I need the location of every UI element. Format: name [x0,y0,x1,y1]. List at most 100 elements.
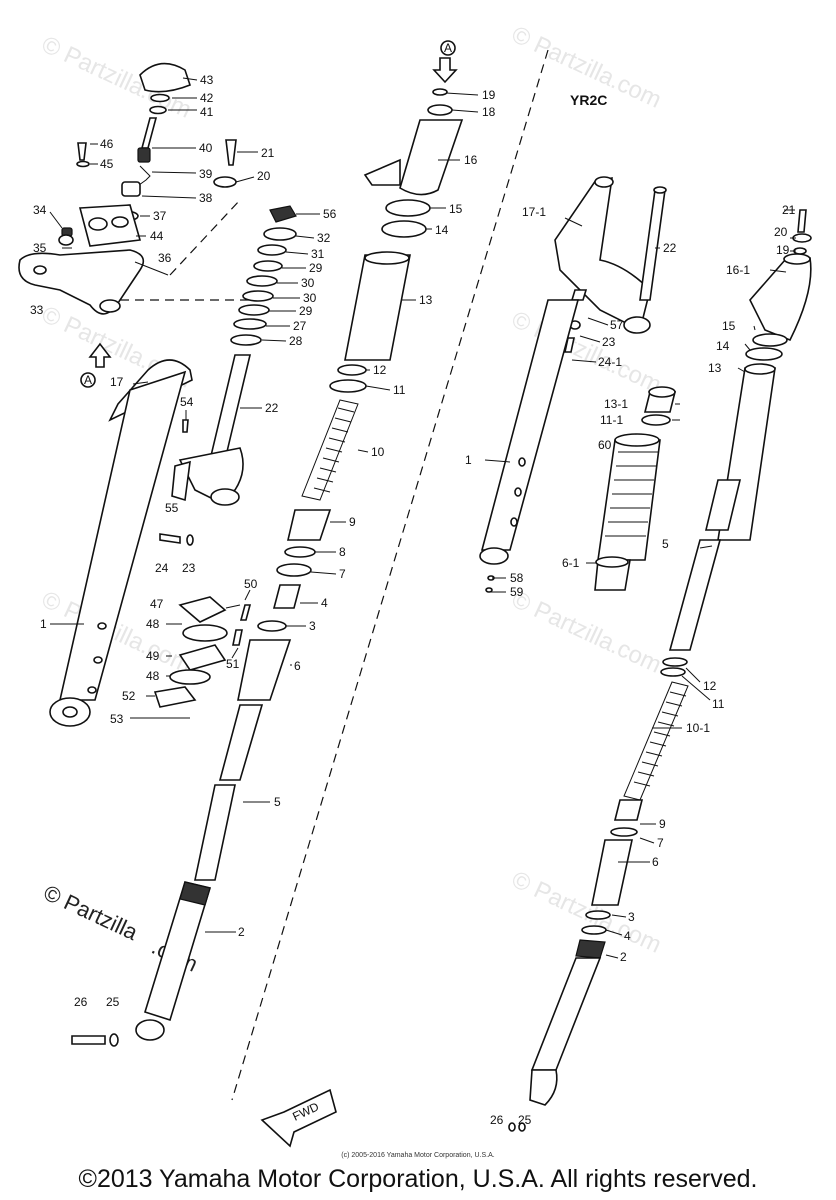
part-label: 12 [703,679,717,693]
part-label: 13-1 [604,397,628,411]
part-label: 49 [146,649,160,663]
part-label: 52 [122,689,136,703]
part-label: 30 [303,291,317,305]
part-label: 44 [150,229,164,243]
part-label: 58 [510,571,524,585]
part-label: 9 [659,817,666,831]
part-label: 19 [482,88,496,102]
credit-line: (c) 2005-2016 Yamaha Motor Corporation, … [341,1152,495,1159]
part-label: 25 [106,995,120,1009]
part-label: 17-1 [522,205,546,219]
part-label: 23 [602,335,616,349]
model-label: YR2C [570,92,607,108]
part-label: 42 [200,91,214,105]
yr2c-fork-group: YR2C [479,92,812,1132]
part-label: 22 [265,401,279,415]
part-label: 16 [464,153,478,167]
ref-marker-a-top: A [444,41,452,55]
part-label: 5 [662,537,669,551]
part-label: 29 [309,261,323,275]
part-label: 43 [200,73,214,87]
part-labels-right: 17-1 22 57 23 24-1 1 13-1 11-1 60 6-1 58… [465,203,796,1127]
part-label: 14 [435,223,449,237]
part-label: 3 [309,619,316,633]
part-label: 36 [158,251,172,265]
part-label: 35 [33,241,47,255]
part-label: 31 [311,247,325,261]
part-label: 15 [722,319,736,333]
part-label: 16-1 [726,263,750,277]
part-label: 59 [510,585,524,599]
part-label: 4 [321,596,328,610]
part-label: 24 [155,561,169,575]
part-label: 6 [294,659,301,673]
part-label: 18 [482,105,496,119]
part-label: 40 [199,141,213,155]
copyright-notice: ©2013 Yamaha Motor Corporation, U.S.A. A… [78,1165,758,1193]
part-label: 50 [244,577,258,591]
part-label: 26 [490,1113,504,1127]
part-label: 22 [663,241,677,255]
leader-lines [49,77,796,959]
part-label: 27 [293,319,307,333]
ref-marker-a: A [84,373,92,387]
part-label: 21 [261,146,275,160]
part-label: 55 [165,501,179,515]
part-label: 2 [620,950,627,964]
part-label: 45 [100,157,114,171]
watermark-large-line1: © Partzilla [40,880,142,945]
part-label: 60 [598,438,612,452]
part-label: 25 [518,1113,532,1127]
part-label: 13 [419,293,433,307]
part-label: 37 [153,209,167,223]
part-label: 6 [652,855,659,869]
part-label: 15 [449,202,463,216]
part-label: 10-1 [686,721,710,735]
part-label: 38 [199,191,213,205]
part-label: 46 [100,137,114,151]
part-label: 6-1 [562,556,580,570]
part-label: 11-1 [600,413,623,427]
part-label: 39 [199,167,213,181]
part-label: 51 [226,657,240,671]
part-labels-center: 19 18 16 15 14 13 12 11 10 9 8 7 4 3 [309,88,496,633]
part-label: 41 [200,105,214,119]
part-label: 26 [74,995,88,1009]
part-label: 32 [317,231,331,245]
part-label: 56 [323,207,337,221]
part-label: 20 [257,169,271,183]
part-label: 11 [393,383,406,397]
part-label: 28 [289,334,303,348]
part-label: 2 [238,925,245,939]
fork-internals-group: A [257,40,464,632]
part-label: 7 [657,836,664,850]
steering-head-group: A [18,62,337,1148]
part-label: 53 [110,712,124,726]
part-label: 30 [301,276,315,290]
part-label: 7 [339,567,346,581]
part-label: 47 [150,597,164,611]
part-label: 8 [339,545,346,559]
part-label: 23 [182,561,196,575]
part-label: 48 [146,617,160,631]
part-label: 24-1 [598,355,622,369]
part-label: 19 [776,243,790,257]
watermark: © Partzilla.com [507,586,665,679]
part-label: 57 [610,318,624,332]
part-label: 21 [782,203,796,217]
part-label: 10 [371,445,385,459]
part-label: 5 [274,795,281,809]
part-label: 34 [33,203,47,217]
part-label: 3 [628,910,635,924]
part-label: 14 [716,339,730,353]
part-label: 9 [349,515,356,529]
part-label: 29 [299,304,313,318]
part-label: 12 [373,363,387,377]
part-label: 1 [465,453,472,467]
part-label: 54 [180,395,194,409]
part-labels-left: 43 42 41 40 39 38 37 36 35 34 33 44 45 4… [30,73,337,1009]
part-label: 1 [40,617,47,631]
part-label: 17 [110,375,124,389]
part-label: 11 [712,697,725,711]
divider-line [231,49,549,1101]
